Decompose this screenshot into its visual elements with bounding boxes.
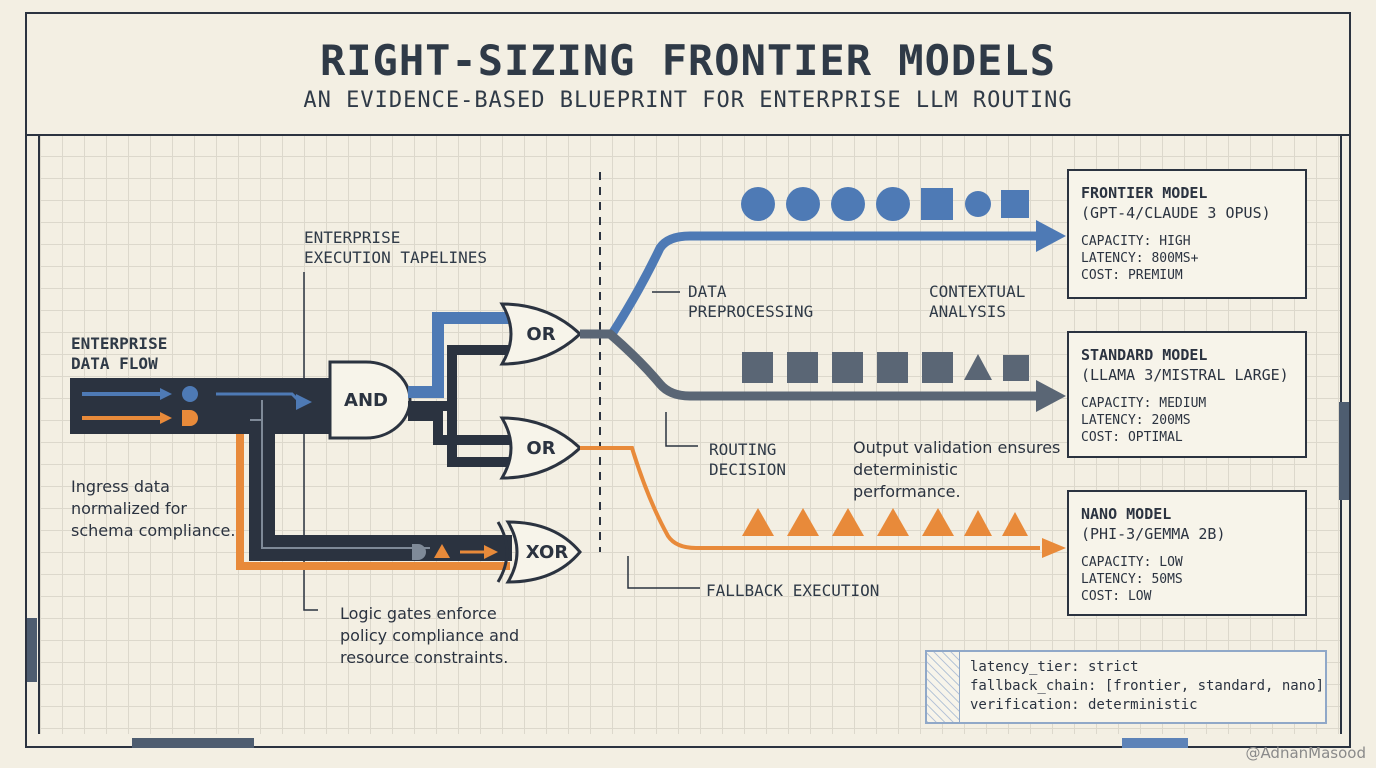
- or-gate-bottom-label: OR: [526, 438, 556, 459]
- square-token-icon: [921, 188, 953, 220]
- circle-token-icon: [876, 187, 910, 221]
- triangle-token-icon: [787, 508, 819, 536]
- model-latency: LATENCY: 50MS: [1081, 572, 1183, 587]
- page-subtitle: AN EVIDENCE-BASED BLUEPRINT FOR ENTERPRI…: [303, 88, 1073, 113]
- enterprise-data-flow-label: ENTERPRISE DATA FLOW: [71, 334, 168, 373]
- leader-line: [627, 556, 700, 589]
- blue-branch: [408, 312, 512, 398]
- square-token-icon: [742, 352, 773, 383]
- triangle-token-icon: [742, 508, 774, 536]
- model-capacity: CAPACITY: MEDIUM: [1081, 396, 1207, 411]
- model-cost: COST: OPTIMAL: [1081, 430, 1183, 445]
- config-panel: [925, 650, 1327, 724]
- or-gate-bottom: [499, 416, 583, 480]
- model-cost: COST: PREMIUM: [1081, 268, 1183, 283]
- config-line: latency_tier: strict: [970, 659, 1139, 675]
- square-token-icon: [922, 352, 953, 383]
- config-line: fallback_chain: [frontier, standard, nan…: [970, 678, 1325, 694]
- nano-route: [580, 446, 1040, 550]
- or-gate-top-label: OR: [526, 324, 556, 345]
- standard-route: [580, 329, 1040, 401]
- model-title: STANDARD MODEL: [1081, 346, 1208, 364]
- and-gate-label: AND: [344, 390, 388, 411]
- model-subtitle: (LLAMA 3/MISTRAL LARGE): [1081, 366, 1289, 384]
- frame-marker: [27, 618, 37, 682]
- square-token-icon: [1001, 190, 1029, 218]
- output-validation-note: Output validation ensures deterministic …: [853, 438, 1061, 501]
- triangle-token-icon: [877, 508, 909, 536]
- circle-token-icon: [831, 187, 865, 221]
- header-panel: [27, 14, 1349, 136]
- xor-gate-label: XOR: [525, 542, 569, 563]
- model-title: FRONTIER MODEL: [1081, 184, 1208, 202]
- model-capacity: CAPACITY: LOW: [1081, 555, 1183, 570]
- diagram-frame: [25, 12, 1351, 748]
- triangle-token-icon: [964, 354, 992, 380]
- nano-model-card: NANO MODEL (PHI-3/GEMMA 2B) CAPACITY: LO…: [1067, 490, 1307, 616]
- model-latency: LATENCY: 800MS+: [1081, 251, 1199, 266]
- data-bus: [70, 378, 330, 434]
- config-text: latency_tier: strict fallback_chain: [fr…: [970, 658, 1324, 715]
- contextual-analysis-label: CONTEXTUAL ANALYSIS: [929, 282, 1026, 321]
- frame-marker: [1122, 738, 1188, 748]
- circle-token-icon: [182, 386, 198, 402]
- execution-tapelines-label: ENTERPRISE EXECUTION TAPELINES: [304, 228, 488, 267]
- circle-token-icon: [741, 187, 775, 221]
- xor-gate: [505, 520, 582, 584]
- leader-line: [665, 412, 698, 447]
- triangle-token-icon: [922, 508, 954, 536]
- frame-marker: [1339, 402, 1349, 500]
- page-title: RIGHT-SIZING FRONTIER MODELS: [319, 36, 1056, 85]
- square-token-icon: [832, 352, 863, 383]
- triangle-token-icon: [832, 508, 864, 536]
- model-capacity: CAPACITY: HIGH: [1081, 234, 1191, 249]
- square-token-icon: [877, 352, 908, 383]
- model-cost: COST: LOW: [1081, 589, 1152, 604]
- circle-token-icon: [786, 187, 820, 221]
- ingress-note: Ingress data normalized for schema compl…: [71, 477, 236, 540]
- watermark: @AdnanMasood: [1245, 744, 1366, 762]
- circle-token-icon: [965, 191, 991, 217]
- triangle-token-icon: [964, 510, 992, 536]
- fallback-execution-label: FALLBACK EXECUTION: [706, 581, 880, 600]
- logic-gates-note: Logic gates enforce policy compliance an…: [340, 604, 520, 667]
- triangle-token-icon: [1002, 512, 1028, 536]
- model-latency: LATENCY: 200MS: [1081, 413, 1191, 428]
- routing-decision-label: ROUTING DECISION: [709, 440, 787, 479]
- half-circle-token-icon: [182, 410, 198, 426]
- orange-channel: [236, 434, 510, 570]
- frame-marker: [132, 738, 254, 748]
- square-token-icon: [1003, 355, 1029, 381]
- data-preprocessing-label: DATA PREPROCESSING: [688, 282, 814, 321]
- square-token-icon: [787, 352, 818, 383]
- standard-model-card: STANDARD MODEL (LLAMA 3/MISTRAL LARGE) C…: [1067, 331, 1307, 458]
- triangle-token-icon: [434, 544, 450, 558]
- model-subtitle: (PHI-3/GEMMA 2B): [1081, 525, 1226, 543]
- model-subtitle: (GPT-4/CLAUDE 3 OPUS): [1081, 204, 1271, 222]
- config-hatch: [927, 652, 960, 722]
- model-title: NANO MODEL: [1081, 505, 1172, 523]
- frontier-model-card: FRONTIER MODEL (GPT-4/CLAUDE 3 OPUS) CAP…: [1067, 169, 1307, 299]
- or-gate-top: [499, 302, 583, 366]
- config-line: verification: deterministic: [970, 697, 1198, 713]
- frontier-route: [580, 231, 1040, 339]
- thin-channel: [261, 400, 430, 549]
